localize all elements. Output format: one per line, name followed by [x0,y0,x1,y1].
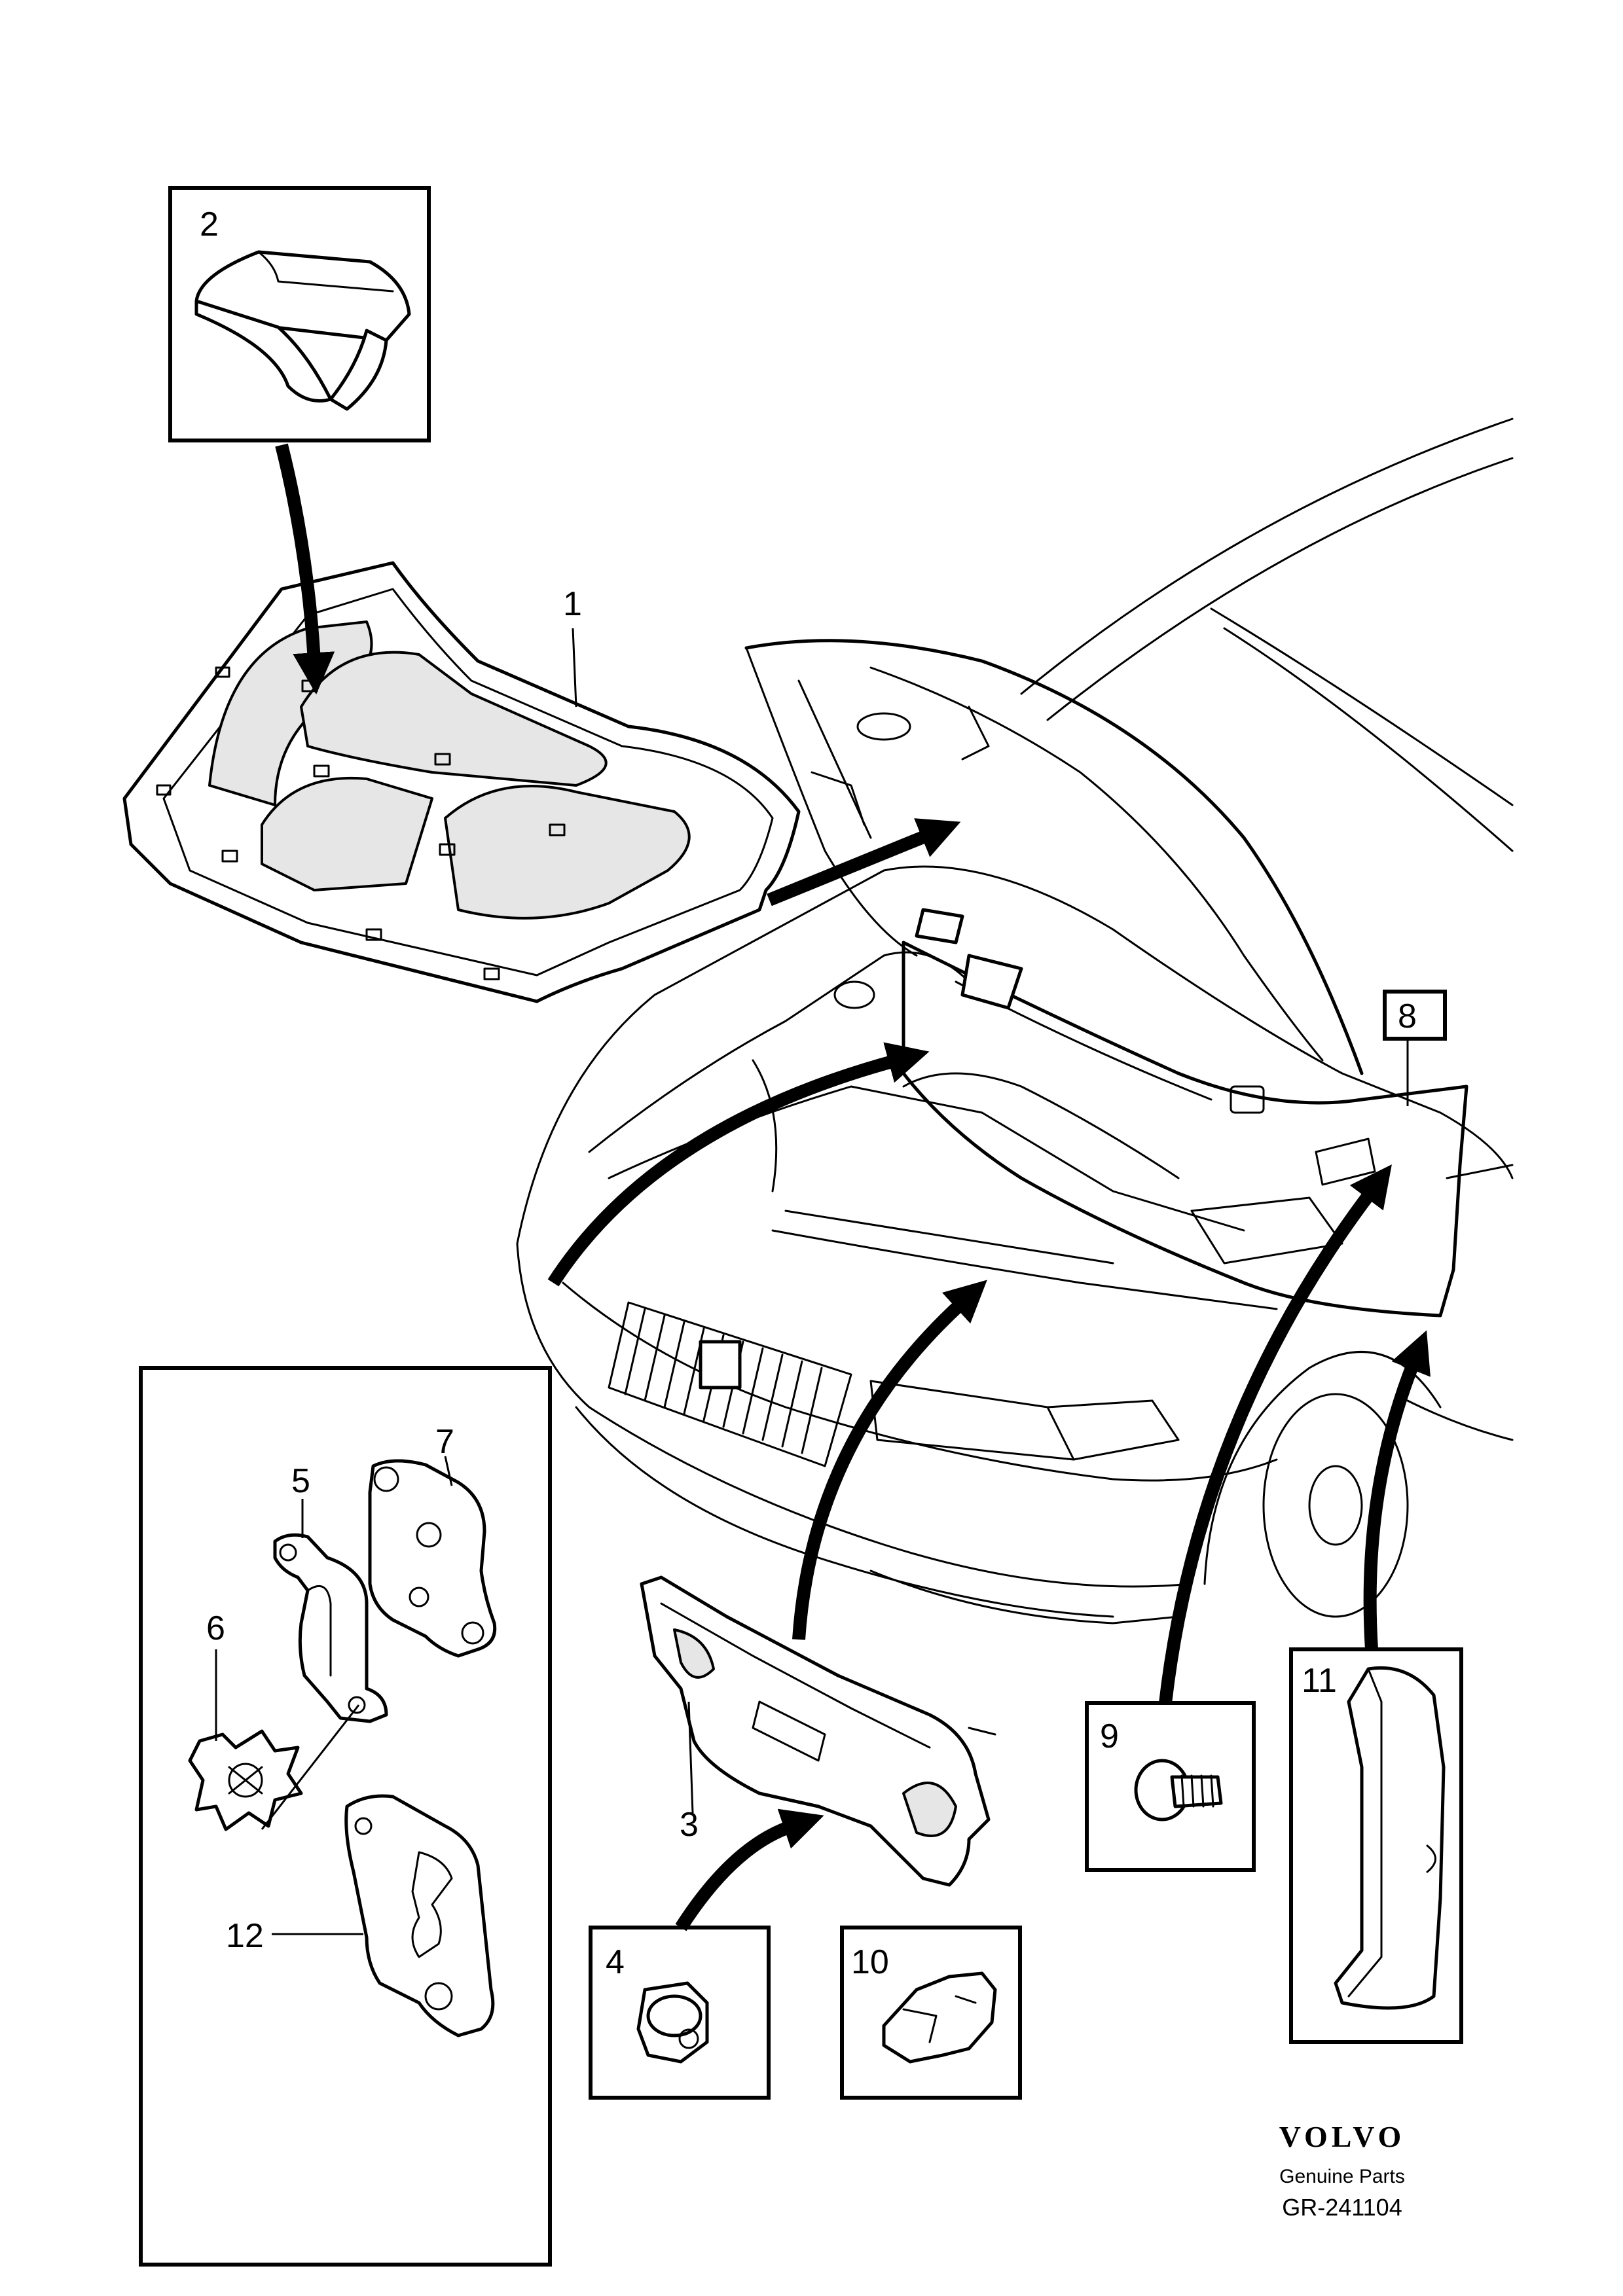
fastener-clip-2 [194,250,411,411]
screw-part-9 [1134,1759,1223,1821]
car-illustration [516,418,1514,1624]
detail-box-brackets [139,1366,552,2267]
clip-part-10 [882,1971,997,2064]
bracket-part-12 [344,1794,495,2037]
callout-4: 4 [606,1943,625,1981]
detail-box-4 [589,1926,771,2100]
trim-part-11 [1334,1666,1446,2010]
flange-nut-part-4 [636,1981,709,2064]
callout-12: 12 [226,1917,264,1955]
detail-box-10 [840,1926,1022,2100]
illustration-code: GR-241104 [1282,2194,1402,2221]
brand-footer: VOLVO Genuine Parts GR-241104 [1279,2120,1406,2221]
genuine-parts-text: Genuine Parts [1279,2166,1405,2187]
detail-box-2 [168,186,431,442]
detail-box-11 [1289,1647,1463,2044]
callout-7: 7 [435,1423,454,1461]
pointer-arrows [275,443,1431,1931]
cowl-panel [640,1575,996,1887]
speed-nut-part-6 [188,1729,303,1831]
callout-5: 5 [291,1462,310,1500]
callout-leaders [215,628,1409,1935]
callout-9: 9 [1100,1717,1119,1755]
callout-1: 1 [563,585,582,623]
callout-11: 11 [1302,1662,1337,1700]
bracket-part-7 [368,1459,497,1658]
callout-8: 8 [1398,997,1417,1035]
callout-3: 3 [680,1806,699,1844]
bracket-part-5 [273,1533,388,1723]
callout-numbers: 1 2 3 4 5 6 7 8 9 10 11 12 [200,206,1417,1981]
label-box-8 [1383,990,1447,1041]
volvo-logo-icon: VOLVO [1279,2120,1406,2153]
hood-insulation-pad [122,561,801,1003]
callout-6: 6 [206,1609,225,1647]
callout-2: 2 [200,206,219,243]
callout-10: 10 [851,1943,889,1981]
